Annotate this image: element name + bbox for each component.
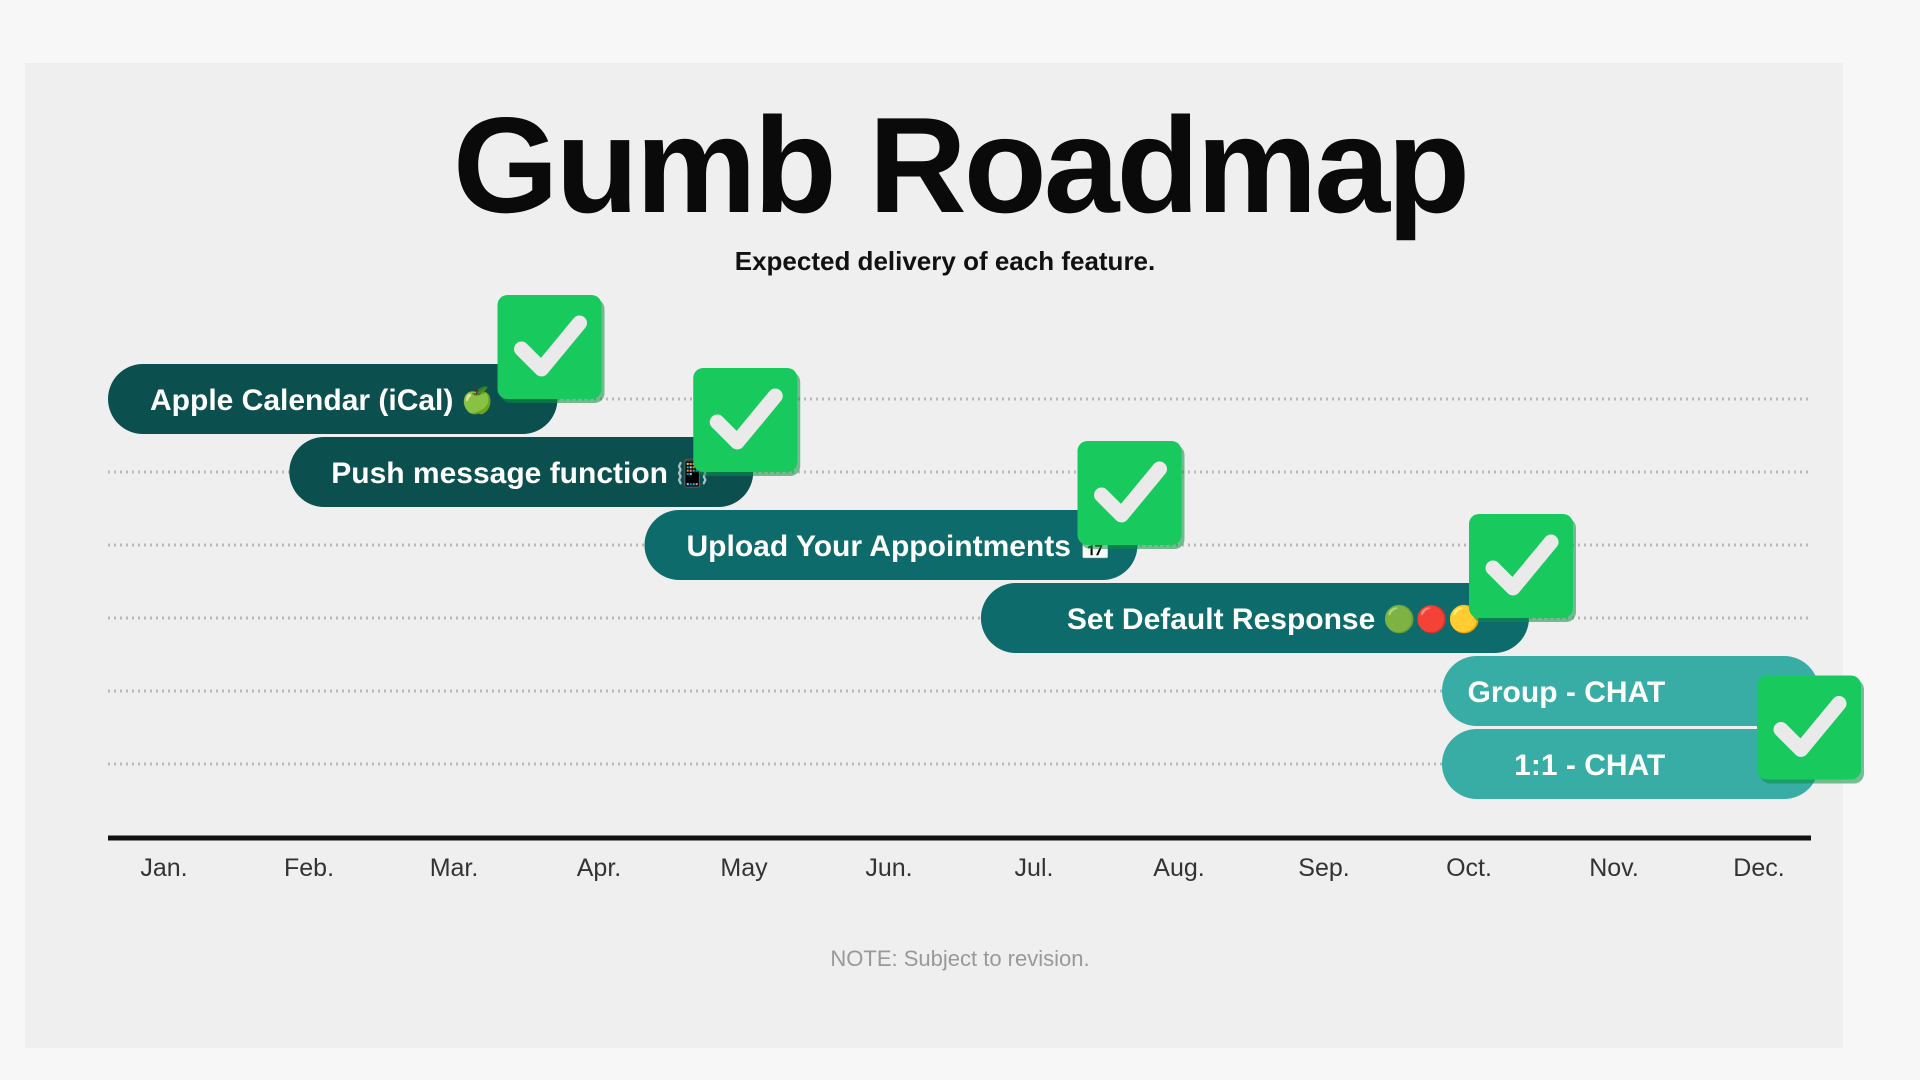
month-label: Sep.: [1298, 854, 1349, 882]
task-bar-1: Apple Calendar (iCal) 🍏: [108, 364, 558, 434]
checkmark-icon: [497, 295, 605, 403]
checkmark-icon: [693, 368, 801, 476]
check-badge: [497, 295, 602, 399]
checkmark-icon: [1077, 441, 1185, 549]
task-bar-shape: [1442, 729, 1819, 799]
checkmark-icon: [1469, 514, 1576, 622]
month-label: Jul.: [1015, 854, 1054, 882]
task-label: Apple Calendar (iCal): [150, 384, 453, 417]
check-badge: [1469, 514, 1573, 618]
task-bar-3: Upload Your Appointments📅: [644, 510, 1138, 580]
task-label: 1:1 - CHAT: [1514, 749, 1665, 782]
month-label: Jan.: [140, 854, 187, 882]
task-bar-5: Group - CHAT: [1442, 656, 1819, 726]
month-label: Nov.: [1589, 854, 1639, 882]
month-label: Aug.: [1153, 854, 1204, 882]
month-label: May: [720, 854, 768, 882]
month-label: Jun.: [865, 854, 912, 882]
check-glyph: [1773, 696, 1847, 757]
check-glyph: [1094, 461, 1167, 523]
roadmap-title: Gumb Roadmap: [452, 89, 1470, 241]
check-badges: [497, 295, 1864, 784]
task-label: Set Default Response: [1067, 603, 1375, 636]
roadmap-subtitle: Expected delivery of each feature.: [734, 246, 1156, 276]
task-bar-6: 1:1 - CHAT: [1442, 729, 1819, 799]
task-bar-shape: [980, 583, 1529, 653]
task-bar-shape: [644, 510, 1138, 580]
month-label: Oct.: [1446, 854, 1492, 882]
check-badge: [1077, 441, 1182, 545]
task-label: Push message function: [331, 457, 668, 490]
check-glyph: [1485, 534, 1559, 596]
month-label: Mar.: [430, 854, 479, 882]
check-badge: [1757, 675, 1861, 780]
colored-dots-icon: 🟢🔴🟡: [1383, 604, 1480, 634]
checkmark-icon: [1757, 675, 1864, 784]
task-label: Upload Your Appointments: [687, 530, 1071, 563]
task-bar-shape: [108, 364, 558, 434]
x-axis-ticks: Jan. Feb. Mar. Apr. May Jun. Jul. Aug. Sep. Oct. N…: [140, 854, 1784, 882]
month-label: Dec.: [1733, 854, 1784, 882]
green-apple-icon: 🍏: [461, 385, 493, 415]
month-label: Feb.: [284, 854, 334, 882]
check-badge: [693, 368, 798, 472]
task-bar-shape: [289, 437, 754, 507]
task-bars: Apple Calendar (iCal) 🍏 Push message funct…: [108, 364, 1819, 799]
task-bar-2: Push message function📳: [289, 437, 754, 507]
month-label: Apr.: [577, 854, 621, 882]
check-glyph: [709, 388, 783, 450]
task-bar-shape: [1442, 656, 1819, 726]
task-label: Group - CHAT: [1468, 676, 1666, 709]
revision-note: NOTE: Subject to revision.: [830, 946, 1090, 971]
task-bar-4: Set Default Response 🟢🔴🟡: [980, 583, 1529, 653]
check-glyph: [514, 315, 587, 377]
